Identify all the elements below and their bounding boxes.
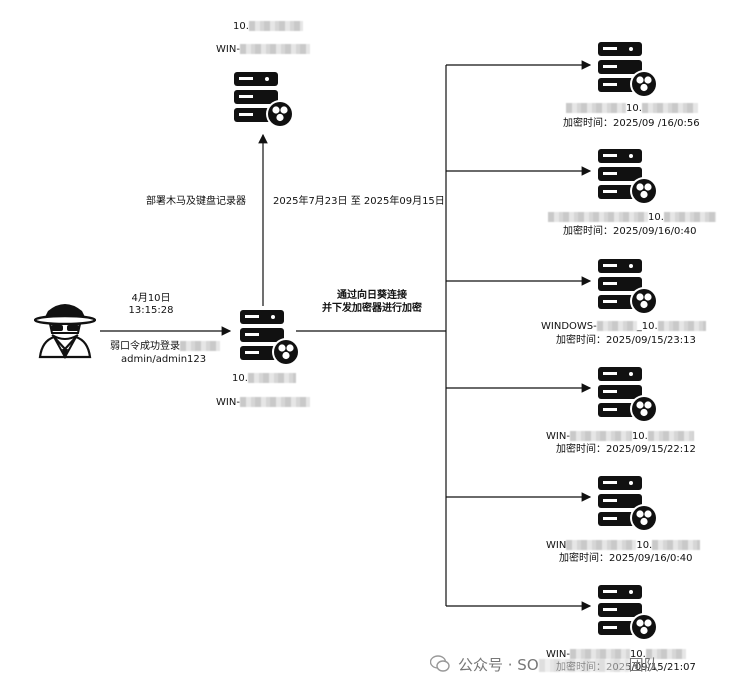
target-2-host: 10.	[548, 212, 716, 224]
sunlogin-label-2: 并下发加密器进行加密	[322, 303, 422, 314]
target-1-host: 10.	[566, 103, 698, 115]
target-4-host: WIN-10.	[546, 431, 694, 443]
target-server-4-icon	[598, 367, 658, 423]
attack-time-label: 13:15:28	[128, 305, 174, 316]
weak-password-label: 弱口令成功登录	[110, 341, 220, 353]
target-2-enc-time: 加密时间：2025/09/16/0:40	[563, 226, 697, 237]
target-3-host: WINDOWS-_10.	[541, 321, 706, 333]
attack-date-label: 4月10日	[131, 293, 171, 304]
top-server-host: WIN-	[216, 44, 310, 56]
target-server-2-icon	[598, 149, 658, 205]
center-server-host: WIN-	[216, 397, 310, 409]
credentials-label: admin/admin123	[121, 354, 207, 365]
target-server-3-icon	[598, 259, 658, 315]
trojan-label: 部署木马及键盘记录器	[146, 196, 246, 207]
center-server-icon	[240, 310, 300, 366]
target-6-host: WIN-10.	[546, 649, 686, 661]
target-server-1-icon	[598, 42, 658, 98]
center-server-ip: 10.	[232, 373, 296, 385]
target-server-5-icon	[598, 476, 658, 532]
target-1-enc-time: 加密时间：2025/09 /16/0:56	[563, 118, 700, 129]
top-server-icon	[234, 72, 294, 128]
target-4-enc-time: 加密时间：2025/09/15/22:12	[556, 444, 696, 455]
target-5-enc-time: 加密时间：2025/09/16/0:40	[559, 553, 693, 564]
date-range-label: 2025年7月23日 至 2025年09月15日	[273, 196, 445, 207]
top-server-ip: 10.	[233, 21, 303, 33]
wechat-icon	[430, 655, 450, 672]
hacker-icon	[34, 302, 96, 359]
target-server-6-icon	[598, 585, 658, 641]
target-3-enc-time: 加密时间：2025/09/15/23:13	[556, 335, 696, 346]
sunlogin-label-1: 通过向日葵连接	[337, 290, 407, 301]
